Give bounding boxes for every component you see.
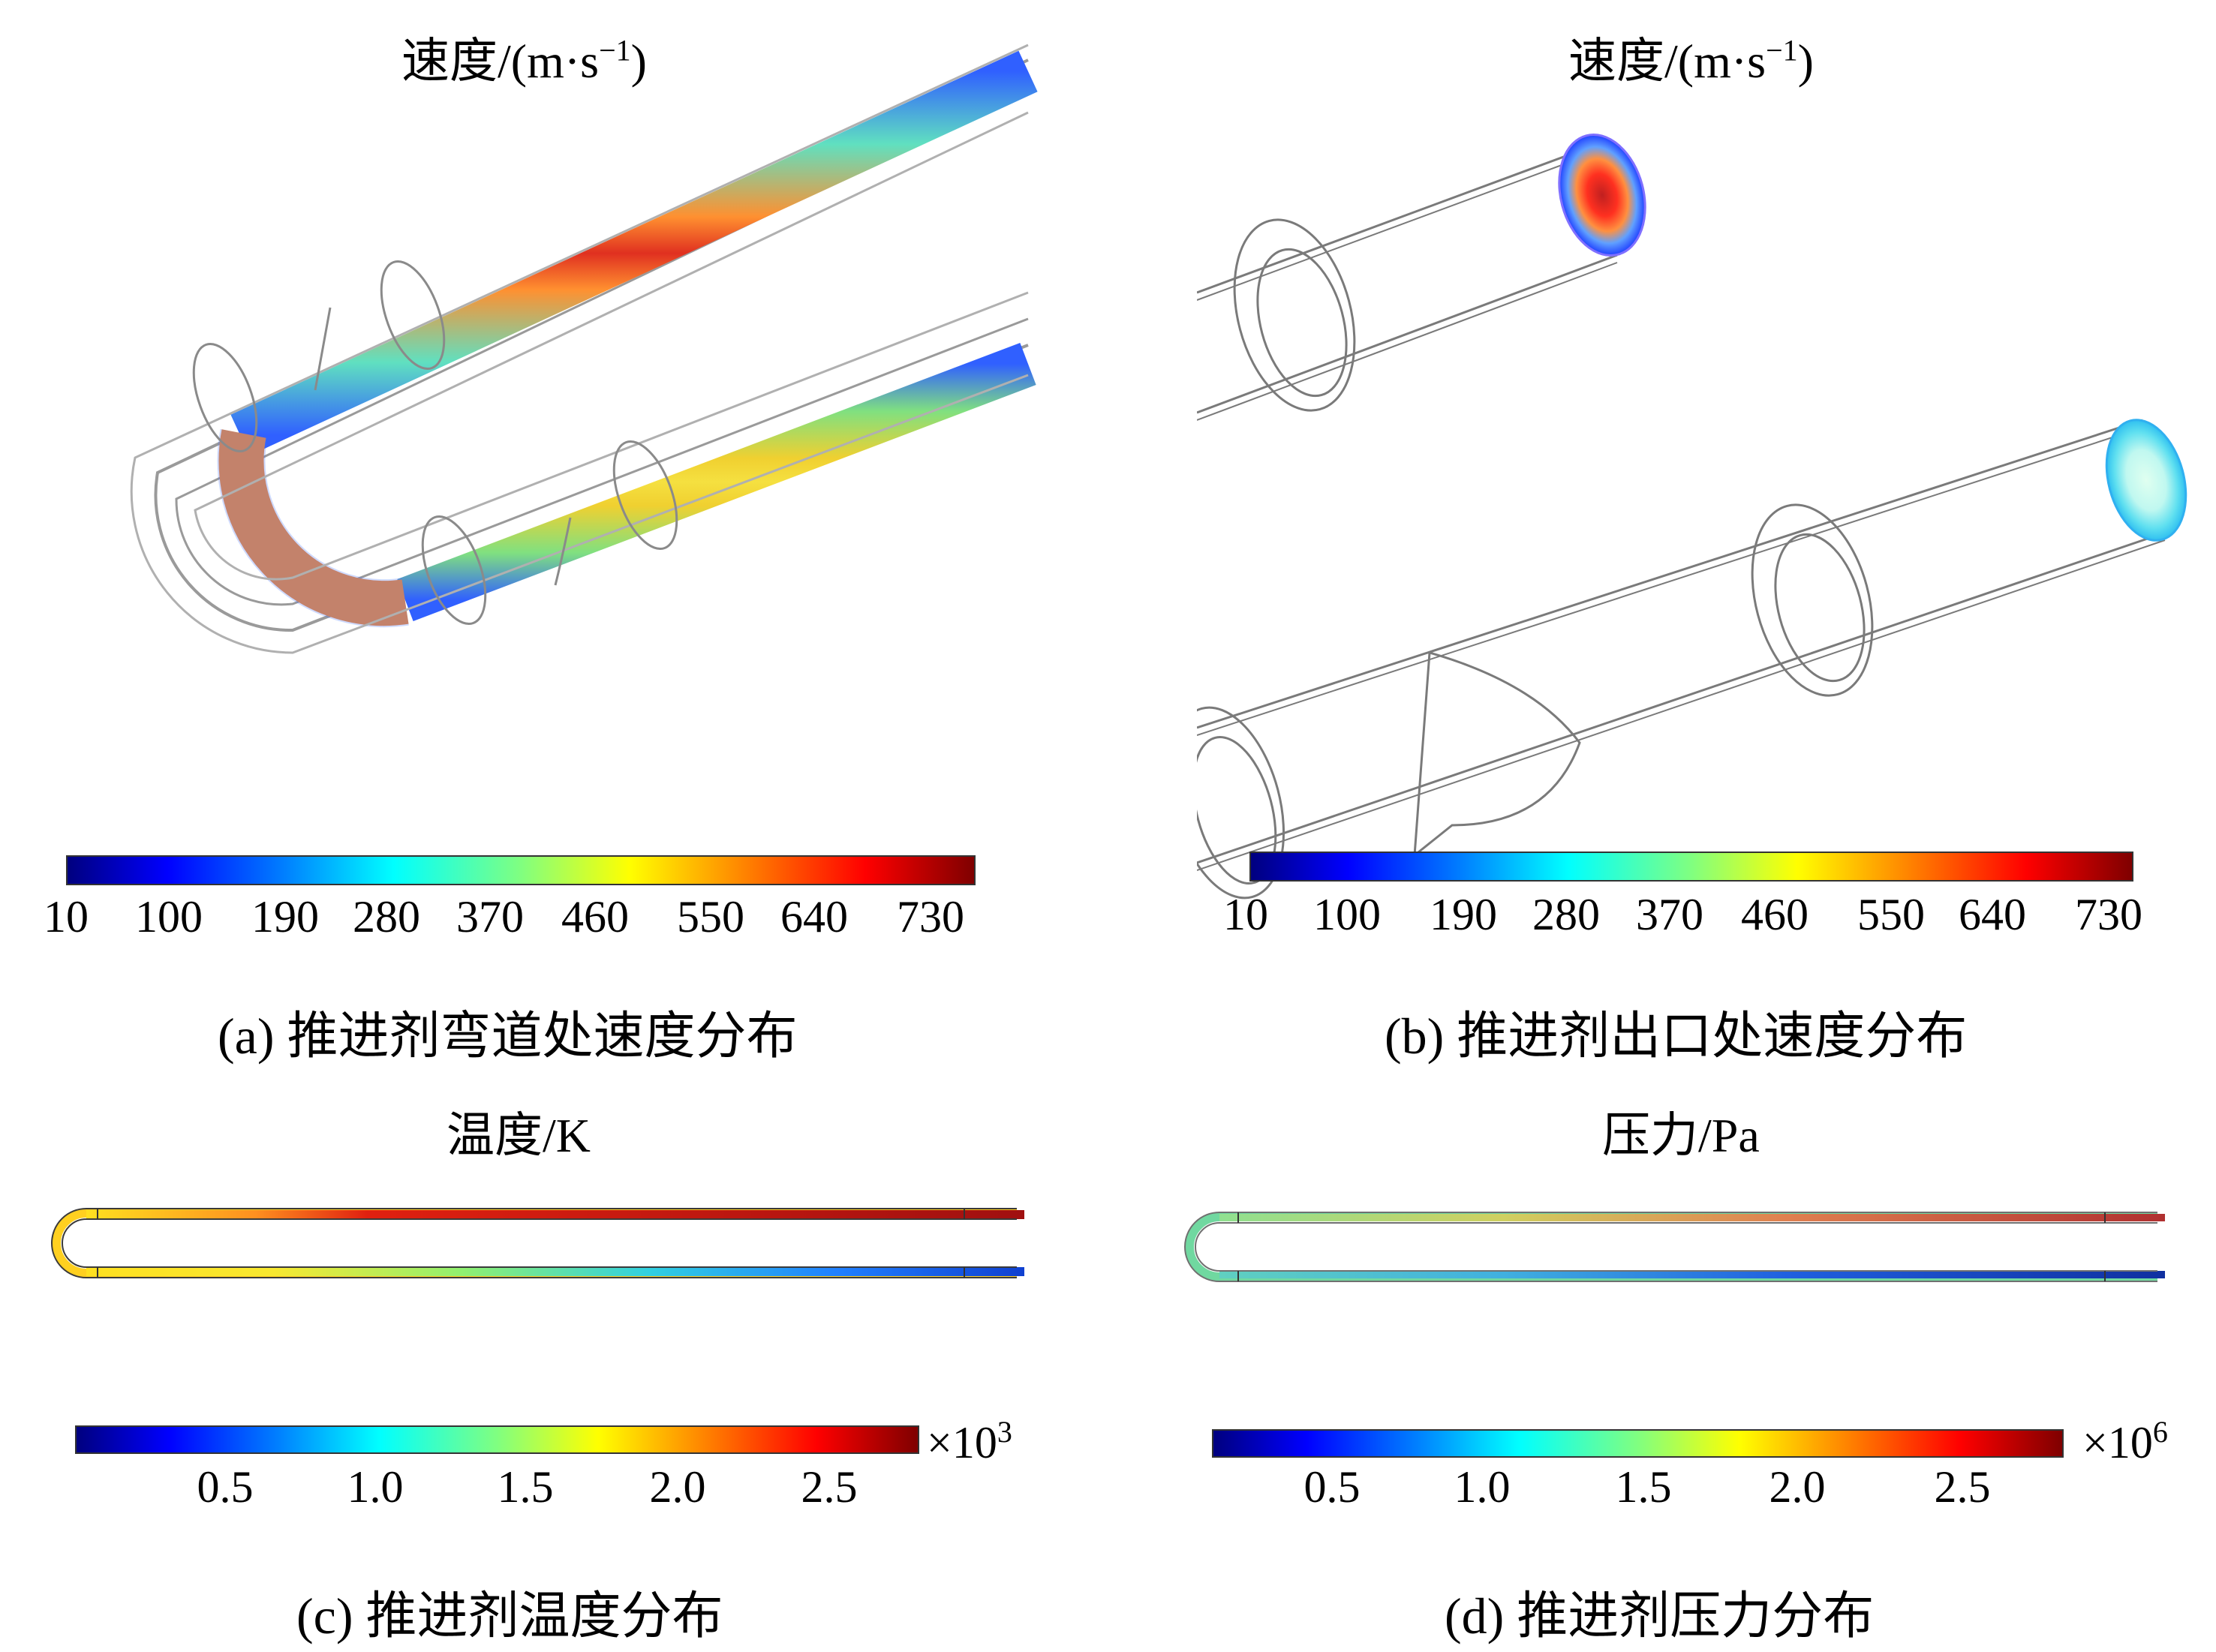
panel-d-tick: 2.0 bbox=[1769, 1462, 1826, 1512]
panel-d-tick: 0.5 bbox=[1303, 1462, 1361, 1512]
panel-a-tick: 460 bbox=[561, 892, 629, 942]
panel-b-tick: 280 bbox=[1532, 890, 1600, 939]
panel-c-tick: 2.5 bbox=[801, 1462, 858, 1512]
panel-a-tick: 190 bbox=[251, 892, 319, 942]
panel-b-title-suffix: ) bbox=[1797, 35, 1814, 88]
panel-d-colorbar bbox=[1212, 1429, 2064, 1458]
panel-c-tick: 1.0 bbox=[347, 1462, 404, 1512]
panel-a-tick: 550 bbox=[677, 892, 744, 942]
panel-a-title: 速度/(m·s−1) bbox=[401, 23, 647, 92]
panel-b-colorbar bbox=[1249, 852, 2133, 882]
panel-d-pressure-pipe-render bbox=[1184, 1212, 2165, 1282]
panel-b-title-text: 速度/(m·s bbox=[1568, 35, 1766, 88]
panel-c-multiplier-base: ×10 bbox=[927, 1418, 997, 1467]
panel-a-tick: 100 bbox=[135, 892, 203, 942]
panel-c-multiplier: ×103 bbox=[927, 1414, 1012, 1469]
panel-a-title-text: 速度/(m·s bbox=[401, 35, 600, 88]
panel-c-title: 温度/K bbox=[447, 1109, 591, 1162]
panel-d-multiplier-exp: 6 bbox=[2152, 1415, 2168, 1449]
panel-b-caption: (b) 推进剂出口处速度分布 bbox=[1385, 1008, 1968, 1065]
panel-d-caption: (d) 推进剂压力分布 bbox=[1445, 1587, 1875, 1644]
panel-d-tick: 1.5 bbox=[1615, 1462, 1672, 1512]
panel-b-tick: 730 bbox=[2075, 890, 2142, 939]
panel-d-multiplier: ×106 bbox=[2082, 1414, 2168, 1469]
panel-b-tick: 190 bbox=[1430, 890, 1497, 939]
panel-c-tick: 2.0 bbox=[649, 1462, 706, 1512]
panel-d-tick: 2.5 bbox=[1934, 1462, 1991, 1512]
panel-b-tick: 10 bbox=[1223, 890, 1268, 939]
panel-c-colorbar bbox=[75, 1425, 919, 1454]
panel-c-tick: 0.5 bbox=[197, 1462, 254, 1512]
panel-a-tick: 370 bbox=[456, 892, 524, 942]
panel-c-tick: 1.5 bbox=[497, 1462, 554, 1512]
panel-d-multiplier-base: ×10 bbox=[2082, 1418, 2153, 1467]
panel-b-title: 速度/(m·s−1) bbox=[1568, 23, 1814, 92]
panel-c-multiplier-exp: 3 bbox=[997, 1415, 1012, 1449]
panel-b-tick: 100 bbox=[1313, 890, 1381, 939]
panel-b-tick: 550 bbox=[1857, 890, 1925, 939]
panel-b-outlet-pipe-render bbox=[1197, 134, 2187, 900]
panel-a-tick: 280 bbox=[353, 892, 420, 942]
panel-b-tick: 370 bbox=[1636, 890, 1703, 939]
panel-a-tick: 730 bbox=[897, 892, 964, 942]
panel-b-tick: 640 bbox=[1959, 890, 2026, 939]
panel-d-title: 压力/Pa bbox=[1602, 1109, 1760, 1162]
panel-a-title-sup: −1 bbox=[599, 33, 631, 68]
panel-a-title-suffix: ) bbox=[630, 35, 647, 88]
panel-b-title-sup: −1 bbox=[1766, 33, 1798, 68]
panel-a-ubend-pipe-render bbox=[130, 44, 1038, 654]
panel-a-colorbar bbox=[66, 855, 976, 885]
panel-a-tick: 640 bbox=[780, 892, 848, 942]
panel-d-tick: 1.0 bbox=[1454, 1462, 1511, 1512]
panel-a-caption: (a) 推进剂弯道处速度分布 bbox=[218, 1008, 798, 1065]
panel-b-tick: 460 bbox=[1741, 890, 1809, 939]
panel-a-tick: 10 bbox=[44, 892, 89, 942]
panel-c-caption: (c) 推进剂温度分布 bbox=[296, 1587, 723, 1644]
panel-c-temperature-pipe-render bbox=[51, 1208, 1024, 1278]
